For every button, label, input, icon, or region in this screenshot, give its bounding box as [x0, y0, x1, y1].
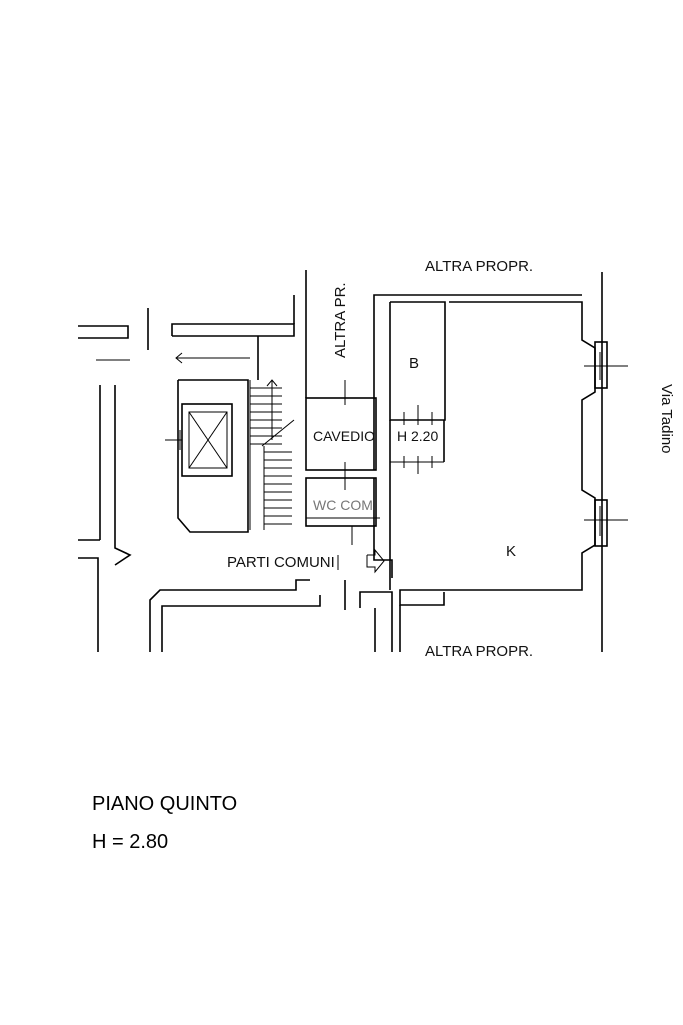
- kitchen-label: K: [506, 543, 516, 560]
- south-neighbor-label: ALTRA PROPR.: [425, 643, 533, 660]
- stairwell: [165, 295, 295, 533]
- floor-name: PIANO QUINTO: [92, 793, 238, 815]
- common-wc-label: WC COM: [313, 497, 373, 513]
- left-building-edge: [78, 308, 149, 652]
- street-facade: [584, 272, 628, 652]
- cavedio-label: CAVEDIO: [313, 428, 375, 444]
- floor-height: H = 2.80: [92, 831, 169, 853]
- street-label: Via Tadino: [658, 384, 675, 454]
- north-neighbor-label: ALTRA PROPR.: [425, 258, 533, 275]
- west-neighbor-label: ALTRA PR.: [332, 282, 349, 358]
- common-parts-label: PARTI COMUNI: [227, 554, 335, 571]
- apartment: [366, 294, 596, 606]
- low-ceiling-label: H 2.20: [397, 428, 438, 444]
- bathroom-label: B: [409, 355, 419, 372]
- cavedio-block: [305, 270, 380, 570]
- south-building-edge: [149, 579, 401, 652]
